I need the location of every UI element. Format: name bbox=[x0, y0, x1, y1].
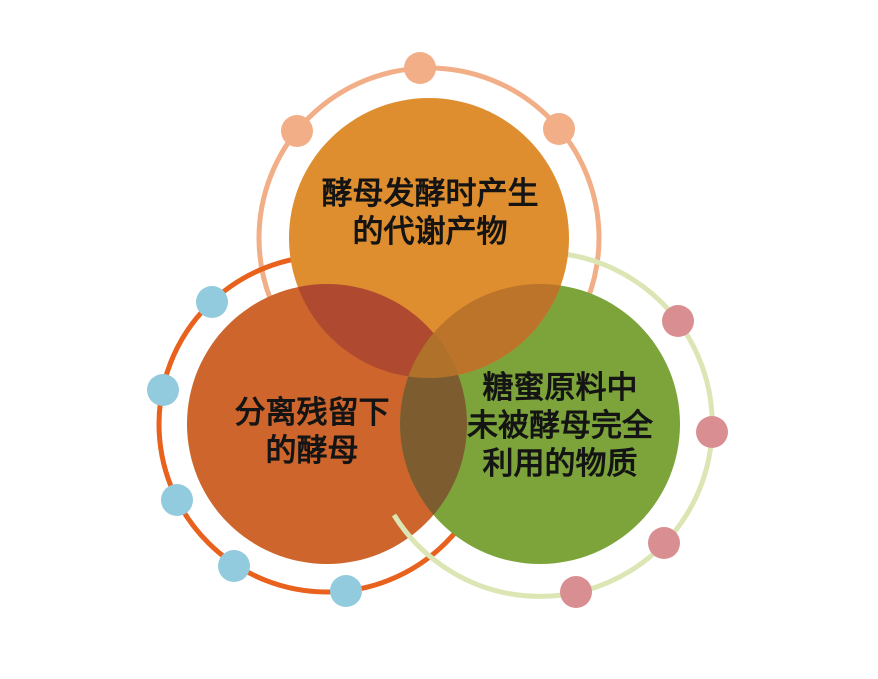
venn-label-line: 利用的物质 bbox=[482, 446, 638, 482]
left-ring-dot bbox=[196, 286, 228, 318]
left-ring-dot bbox=[218, 550, 250, 582]
left-ring-dot bbox=[330, 575, 362, 607]
label-bottom-right-set: 糖蜜原料中 未被酵母完全 利用的物质 bbox=[400, 369, 720, 483]
overlap-top-right bbox=[400, 284, 569, 378]
right-ring-dot bbox=[648, 527, 680, 559]
right-ring bbox=[391, 250, 715, 599]
venn-label-line: 未被酵母完全 bbox=[467, 408, 653, 444]
label-top-set: 酵母发酵时产生 的代谢产物 bbox=[270, 175, 590, 251]
venn-label-line: 酵母发酵时产生 bbox=[321, 176, 539, 212]
top-ring-dot bbox=[281, 115, 313, 147]
left-ring-dot bbox=[161, 484, 193, 516]
top-ring-dot bbox=[404, 52, 436, 84]
right-ring-dot bbox=[560, 576, 592, 608]
label-bottom-left-set: 分离残留下 的酵母 bbox=[152, 394, 472, 470]
right-ring-group bbox=[391, 250, 728, 608]
venn-label-line: 分离残留下 bbox=[234, 395, 390, 431]
right-ring-dot bbox=[696, 416, 728, 448]
right-ring-dot bbox=[662, 305, 694, 337]
venn-label-line: 的代谢产物 bbox=[352, 214, 508, 250]
left-ring-group bbox=[147, 253, 498, 607]
overlap-top-left bbox=[289, 284, 467, 378]
left-ring-dot bbox=[147, 374, 179, 406]
venn-label-line: 的酵母 bbox=[265, 433, 359, 469]
top-ring-dot bbox=[543, 113, 575, 145]
venn-label-line: 糖蜜原料中 bbox=[482, 370, 638, 406]
